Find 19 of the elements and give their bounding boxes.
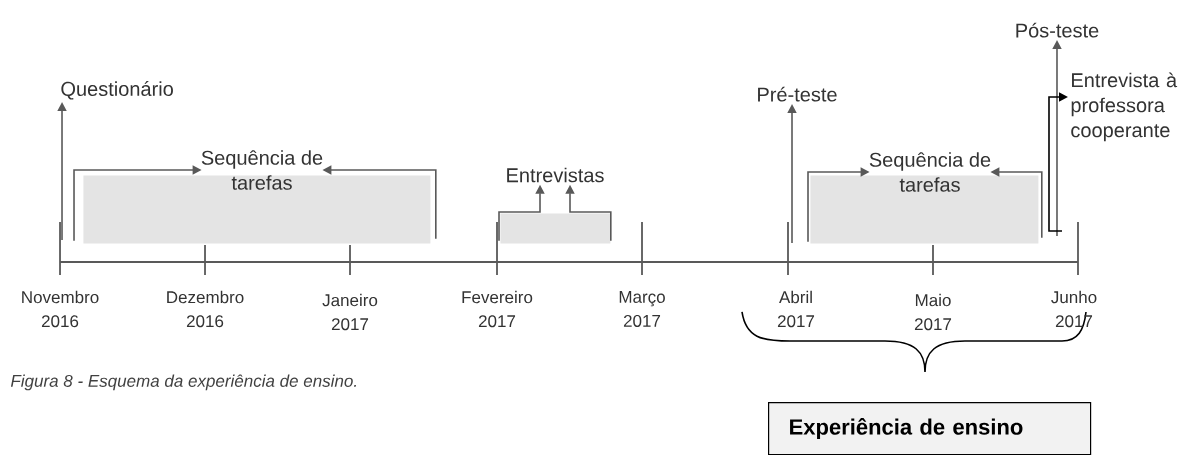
- month-label: Fevereiro 2017: [462, 290, 533, 328]
- figure-caption: Figura 8 - Esquema da experiência de ensino.: [10, 374, 356, 391]
- shaded-bar: [810, 175, 1039, 244]
- month-label: Dezembro 2016: [167, 290, 244, 328]
- event-label: Sequência de tarefas: [869, 152, 991, 192]
- month-label: Maio 2017: [914, 293, 952, 331]
- month-label: Janeiro 2017: [322, 293, 378, 331]
- shaded-bar: [83, 175, 431, 244]
- event-label: Pós-teste: [1016, 22, 1099, 38]
- phase-box: Experiência de ensino: [768, 402, 1092, 455]
- event-label: Entrevista à professora cooperante: [1071, 72, 1178, 142]
- event-label: Entrevistas: [507, 167, 604, 183]
- event-label: Pré-teste: [758, 86, 837, 102]
- event-label: Questionário: [61, 81, 173, 100]
- event-label: Sequência de tarefas: [201, 150, 323, 190]
- month-label: Março 2017: [619, 291, 665, 327]
- month-label: Abril 2017: [777, 290, 815, 328]
- month-label: Novembro 2016: [22, 290, 99, 328]
- shaded-bar: [500, 213, 611, 244]
